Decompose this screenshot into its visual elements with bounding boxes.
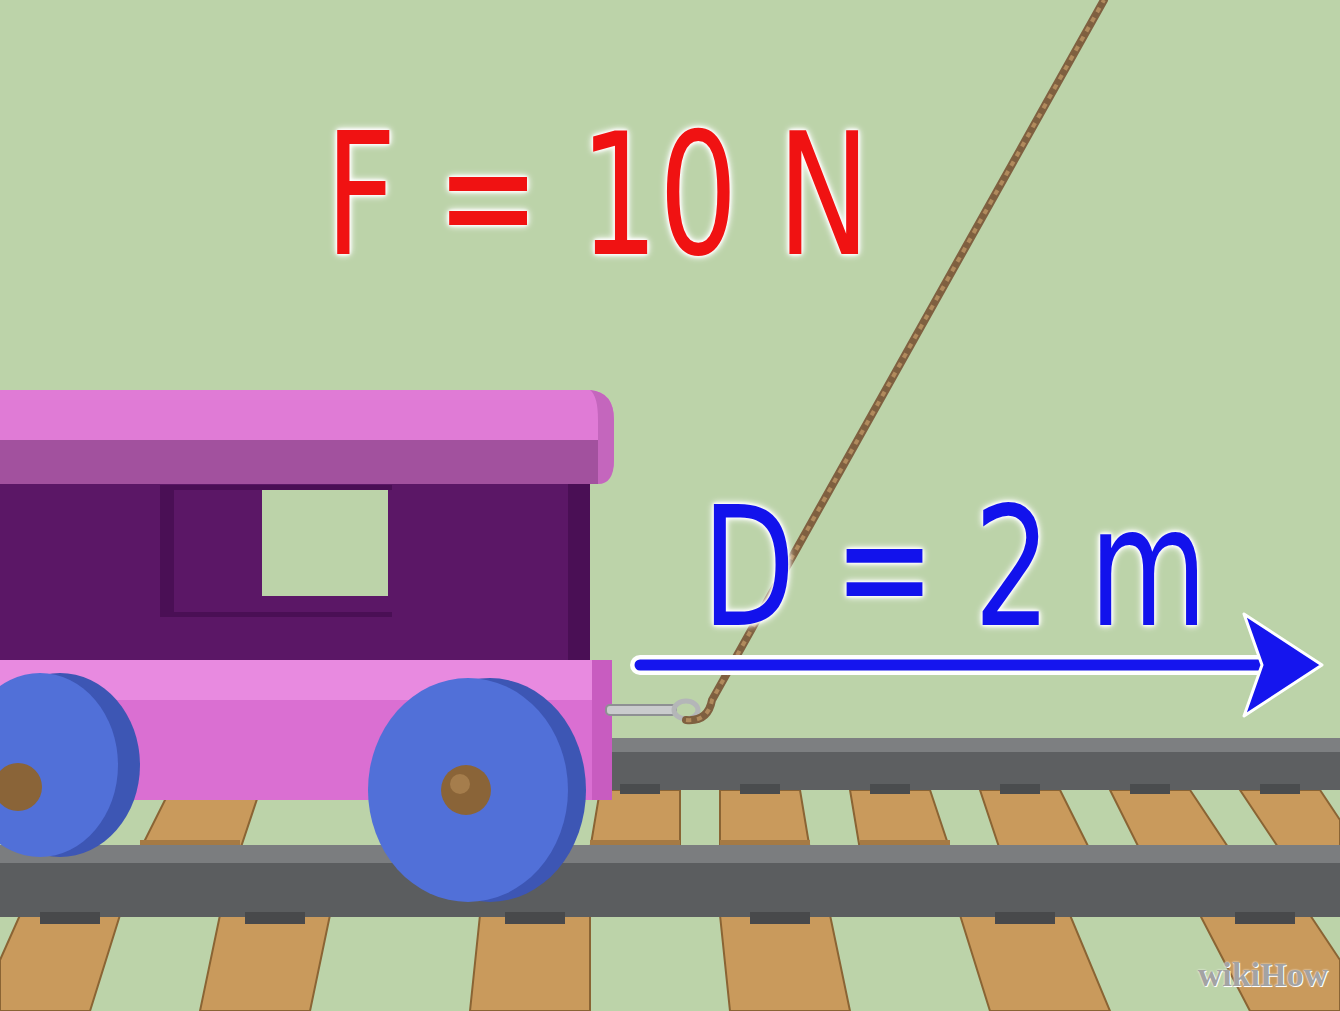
train-car <box>0 390 614 902</box>
roof-underside <box>0 440 598 484</box>
rail-clip <box>740 784 780 794</box>
sleepers <box>0 790 1340 1011</box>
sleeper <box>720 915 850 1011</box>
axle-hub <box>441 765 491 815</box>
car-roof <box>0 390 614 484</box>
rail-clip <box>1260 784 1300 794</box>
sleeper <box>200 915 330 1011</box>
rail-clip <box>750 912 810 924</box>
rail-clip <box>1000 784 1040 794</box>
sleeper <box>850 790 950 850</box>
near-rail-top <box>0 845 1340 863</box>
rail-clip <box>870 784 910 794</box>
axle-highlight <box>450 774 470 794</box>
distance-label: D = 2 m <box>702 486 1207 651</box>
watermark: wikiHow <box>1198 958 1328 992</box>
rail-clips <box>620 784 1300 794</box>
near-rail <box>0 845 1340 917</box>
force-label: F = 10 N <box>325 110 870 280</box>
sleeper <box>960 915 1110 1011</box>
rail-clip <box>245 912 305 924</box>
car-base-end <box>592 660 612 800</box>
sleeper <box>980 790 1090 850</box>
rail-clip <box>620 784 660 794</box>
rear-wheel <box>0 673 118 857</box>
sleeper <box>1110 790 1230 850</box>
sleeper <box>0 915 120 1011</box>
window-recess <box>174 490 392 612</box>
sleeper <box>720 790 810 850</box>
coupling-hook <box>606 705 676 715</box>
arrow-head <box>1244 614 1322 716</box>
sleeper <box>470 915 590 1011</box>
rail-clips <box>40 912 1295 924</box>
arrow-glow <box>640 655 1265 675</box>
front-wheel <box>368 678 568 902</box>
rail-clip <box>505 912 565 924</box>
rail-clip <box>1130 784 1170 794</box>
sleeper <box>1240 790 1340 850</box>
displacement-arrow <box>640 660 1265 671</box>
rail-clip <box>995 912 1055 924</box>
roof-end <box>590 390 614 484</box>
far-rail <box>600 738 1340 790</box>
rail-clip <box>40 912 100 924</box>
far-rail-top <box>600 738 1340 752</box>
rail-clip <box>1235 912 1295 924</box>
axle-hub <box>0 763 42 811</box>
window-frame <box>160 485 392 617</box>
window <box>262 490 388 596</box>
